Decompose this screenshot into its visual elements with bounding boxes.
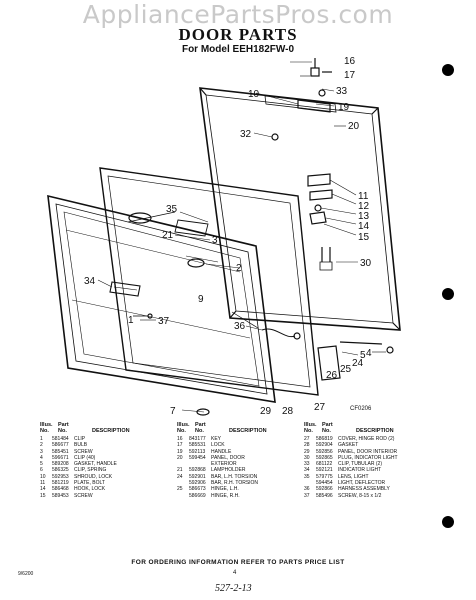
table-header: Illus.Part No.No.DESCRIPTION: [304, 422, 394, 434]
binder-hole-top: [442, 64, 454, 76]
callout-10: 10: [248, 89, 260, 100]
page-title: DOOR PARTS: [178, 25, 298, 44]
callout-14: 14: [358, 221, 370, 232]
callout-7: 7: [170, 406, 176, 417]
table-header: Illus.Part No.No.DESCRIPTION: [40, 422, 130, 434]
handwritten-note: 527-2-13: [215, 583, 252, 594]
door-gasket: [99, 167, 319, 396]
callout-16: 16: [344, 56, 356, 67]
callout-36: 36: [234, 321, 246, 332]
callout-3: 3: [212, 235, 218, 246]
table-row: EXTERIOR: [211, 461, 237, 468]
callout-9: 9: [198, 294, 204, 305]
callout-32: 32: [240, 129, 252, 140]
callout-11: 11: [358, 191, 369, 202]
document-code: 9/6200: [18, 571, 34, 577]
callout-15: 15: [358, 232, 370, 243]
callout-12: 12: [358, 201, 370, 212]
figure-code: CF0206: [350, 406, 372, 412]
callout-37: 37: [158, 316, 170, 327]
callout-17: 17: [344, 70, 356, 81]
table-header: Illus.Part No.No.DESCRIPTION: [177, 422, 267, 434]
callout-5: 5: [360, 350, 366, 361]
callout-25: 25: [340, 364, 352, 375]
callout-13: 13: [358, 211, 370, 222]
callout-29: 29: [260, 406, 272, 417]
exploded-door-diagram: 16 17 33 10 19 32 20 11 12 13 14 15 35 2…: [47, 56, 401, 417]
callout-21: 21: [162, 230, 174, 241]
callout-1: 1: [128, 315, 134, 326]
inner-door-panel: [47, 194, 276, 403]
callout-27: 27: [314, 402, 326, 413]
callout-33: 33: [336, 86, 348, 97]
callout-28: 28: [282, 406, 294, 417]
page-number: 4: [233, 570, 237, 576]
binder-hole-bottom: [442, 516, 454, 528]
callout-19: 19: [338, 102, 350, 113]
callout-4: 4: [366, 348, 372, 359]
callout-30: 30: [360, 258, 372, 269]
ordering-note: FOR ORDERING INFORMATION REFER TO PARTS …: [131, 559, 345, 566]
watermark: AppliancePartsPros.com: [82, 0, 394, 29]
callout-24: 24: [352, 358, 364, 369]
callout-34: 34: [84, 276, 96, 287]
callout-20: 20: [348, 121, 360, 132]
callout-26: 26: [326, 370, 338, 381]
model-subtitle: For Model EEH182FW-0: [181, 44, 295, 55]
callout-2: 2: [236, 263, 242, 274]
callout-35: 35: [166, 204, 178, 215]
binder-hole-middle: [442, 288, 454, 300]
